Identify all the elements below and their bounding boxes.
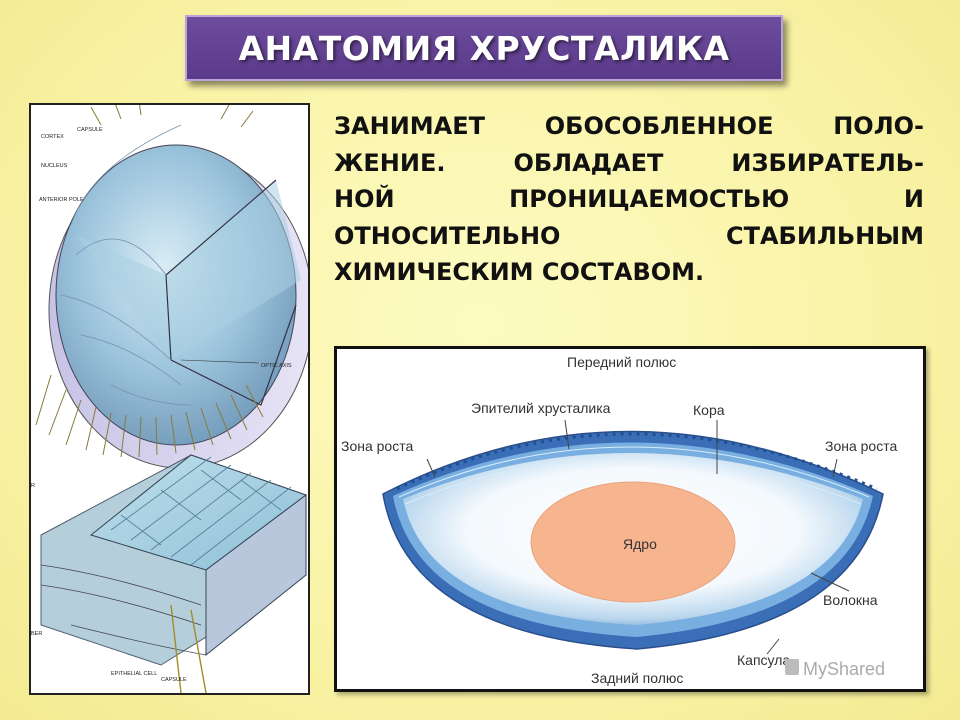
- lens-schematic-svg: Передний полюс Эпителий хрусталика Кора …: [341, 354, 897, 686]
- label-nucleus-ru: Ядро: [623, 536, 657, 552]
- label-capsule-ru: Капсула: [737, 652, 790, 668]
- right-figure-labels: Передний полюс Эпителий хрусталика Кора …: [341, 354, 897, 686]
- label-nucleus: NUCLEUS: [41, 163, 68, 169]
- label-r: R: [31, 483, 35, 489]
- watermark-icon: [785, 659, 799, 675]
- description-line: НОЙ ПРОНИЦАЕМОСТЬЮ И: [334, 185, 924, 213]
- label-optic-axis: OPTIC AXIS: [261, 363, 292, 369]
- description-text: ЗАНИМАЕТ ОБОСОБЛЕННОЕ ПОЛО- ЖЕНИЕ. ОБЛАД…: [334, 108, 924, 291]
- lens-shape: [382, 430, 884, 650]
- description-line: ХИМИЧЕСКИМ СОСТАВОМ.: [334, 258, 705, 286]
- lens-upper-drawing: [35, 105, 308, 469]
- lens-illustration-svg: CAPSULE CORTEX NUCLEUS ANTERIOR POLE OPT…: [31, 105, 308, 693]
- lens-schematic-diagram: Передний полюс Эпителий хрусталика Кора …: [334, 346, 926, 692]
- left-figure-labels: CAPSULE CORTEX NUCLEUS ANTERIOR POLE OPT…: [31, 127, 292, 683]
- lens-anatomy-illustration: CAPSULE CORTEX NUCLEUS ANTERIOR POLE OPT…: [29, 103, 310, 695]
- watermark: MyShared: [785, 659, 885, 679]
- slide-title: АНАТОМИЯ ХРУСТАЛИКА: [238, 28, 730, 68]
- label-anterior-pole: ANTERIOR POLE: [39, 197, 84, 203]
- watermark-text: MyShared: [803, 659, 885, 679]
- leader-lines: [426, 419, 850, 655]
- description-line: ЖЕНИЕ. ОБЛАДАЕТ ИЗБИРАТЕЛЬ-: [334, 148, 924, 177]
- title-banner: АНАТОМИЯ ХРУСТАЛИКА: [185, 15, 783, 81]
- label-epithelial-cell: EPITHELIAL CELL: [111, 671, 157, 677]
- description-line: ОТНОСИТЕЛЬНО СТАБИЛЬНЫМ: [334, 221, 924, 250]
- label-capsule-bottom: CAPSULE: [161, 677, 187, 683]
- zonule-fibers: [35, 105, 264, 458]
- label-growth-zone-left: Зона роста: [341, 438, 413, 454]
- label-fibers: Волокна: [823, 592, 878, 608]
- nucleus-shape: [530, 481, 736, 603]
- label-capsule-top: CAPSULE: [77, 127, 103, 133]
- label-cortex-ru: Кора: [693, 402, 725, 418]
- label-anterior-pole-ru: Передний полюс: [567, 354, 676, 370]
- description-line: ЗАНИМАЕТ ОБОСОБЛЕННОЕ ПОЛО-: [334, 112, 924, 140]
- label-posterior-pole-ru: Задний полюс: [591, 670, 683, 686]
- label-growth-zone-right: Зона роста: [825, 438, 897, 454]
- label-cortex: CORTEX: [41, 134, 64, 140]
- lens-fiber-block-drawing: [40, 454, 308, 693]
- label-fiber: BER: [31, 631, 42, 637]
- label-epithelium: Эпителий хрусталика: [471, 400, 611, 416]
